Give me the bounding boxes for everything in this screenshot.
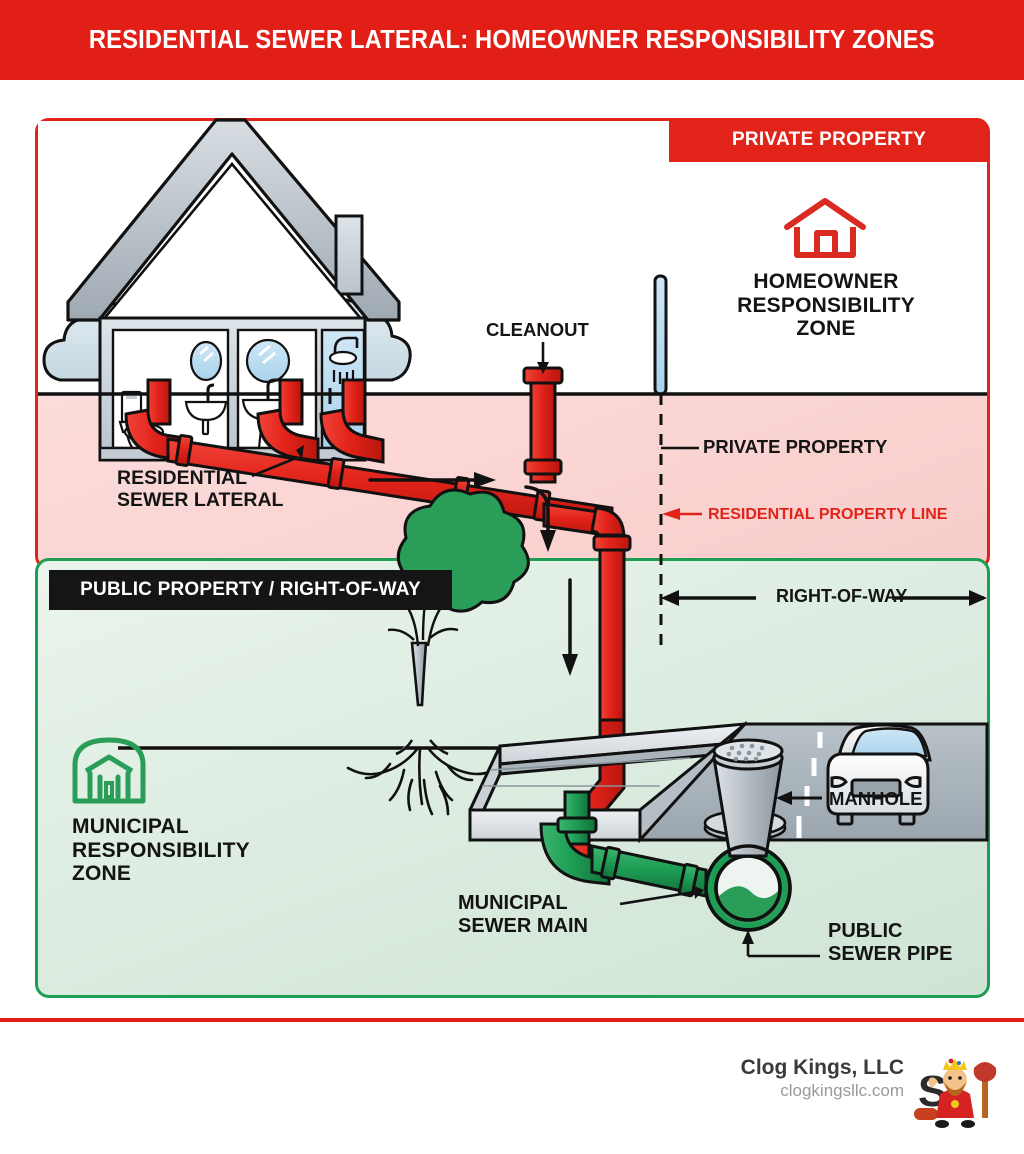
header-banner: RESIDENTIAL SEWER LATERAL: HOMEOWNER RES…: [0, 0, 1024, 80]
private-property-badge: PRIVATE PROPERTY: [669, 118, 989, 162]
municipal-sewer-main-line2: SEWER MAIN: [458, 914, 588, 937]
municipal-sewer-main-label: MUNICIPAL SEWER MAIN: [458, 892, 588, 937]
homeowner-responsibility-zone-label: HOMEOWNER RESPONSIBILITY ZONE: [676, 270, 976, 341]
manhole-label: MANHOLE: [829, 788, 923, 809]
residential-property-line-label: RESIDENTIAL PROPERTY LINE: [708, 506, 948, 523]
clog-kings-mascot-logo: S: [910, 1050, 1002, 1128]
house-icon: [781, 197, 869, 259]
public-sewer-pipe-label: PUBLIC SEWER PIPE: [828, 920, 952, 965]
cleanout-label: CLEANOUT: [486, 319, 589, 340]
public-property-badge: PUBLIC PROPERTY / RIGHT-OF-WAY: [49, 570, 452, 610]
residential-sewer-lateral-line2: SEWER LATERAL: [117, 489, 284, 512]
private-property-badge-label: PRIVATE PROPERTY: [731, 129, 927, 150]
municipal-zone-line3: ZONE: [72, 862, 132, 886]
municipal-zone-line1: MUNICIPAL: [72, 815, 189, 838]
homeowner-zone-line1: HOMEOWNER: [753, 270, 899, 293]
homeowner-zone-line2: RESPONSIBILITY: [737, 293, 915, 317]
municipal-responsibility-zone-label: MUNICIPAL RESPONSIBILITY ZONE: [72, 815, 372, 886]
page-title: RESIDENTIAL SEWER LATERAL: HOMEOWNER RES…: [89, 25, 935, 54]
brand-block: Clog Kings, LLC clogkingsllc.com: [741, 1055, 904, 1103]
public-property-badge-label: PUBLIC PROPERTY / RIGHT-OF-WAY: [80, 579, 421, 600]
right-of-way-label: RIGHT-OF-WAY: [776, 586, 908, 606]
municipal-sewer-main-line1: MUNICIPAL: [458, 892, 568, 914]
brand-url[interactable]: clogkingsllc.com: [780, 1081, 904, 1101]
residential-sewer-lateral-line1: RESIDENTIAL: [117, 467, 248, 489]
diagram-stage: PRIVATE PROPERTY PUBLIC PROPERTY / RIGHT…: [0, 80, 1024, 1010]
public-sewer-pipe-line1: PUBLIC: [828, 920, 903, 942]
residential-sewer-lateral-label: RESIDENTIAL SEWER LATERAL: [117, 467, 283, 511]
public-sewer-pipe-line2: SEWER PIPE: [828, 942, 953, 965]
municipal-zone-line2: RESPONSIBILITY: [72, 838, 250, 862]
homeowner-zone-line3: ZONE: [796, 317, 856, 341]
footer: [0, 1022, 1024, 1154]
private-property-callout-label: PRIVATE PROPERTY: [703, 436, 888, 457]
civic-building-icon: [70, 735, 148, 807]
footer-divider: [0, 1018, 1024, 1022]
brand-name: Clog Kings, LLC: [740, 1056, 904, 1079]
